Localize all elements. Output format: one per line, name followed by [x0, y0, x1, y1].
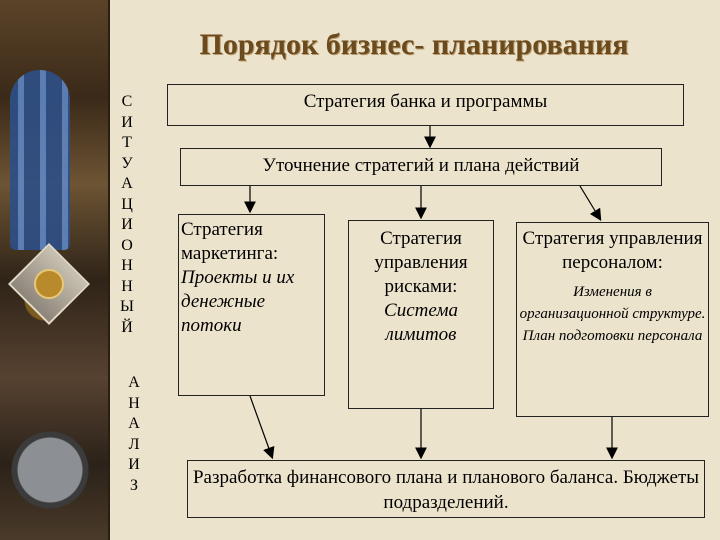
medal-ribbon-image [10, 70, 70, 250]
box-bank-strategy: Стратегия банка и программы [167, 84, 684, 126]
personnel-strategy-detail: Изменения в организационной структуре. П… [519, 284, 706, 344]
vertical-letter: А [121, 175, 133, 192]
vertical-letter: И [128, 456, 140, 473]
marketing-strategy-detail: Проекты и их денежные потоки [181, 267, 295, 336]
arrow-marketing-to-plan [249, 395, 275, 460]
vertical-letter: Н [128, 394, 140, 412]
vertical-letter: А [128, 374, 140, 391]
financial-plan-label: Разработка финансового плана и планового… [192, 467, 700, 513]
box-financial-plan: Разработка финансового плана и планового… [187, 460, 705, 518]
arrow-to-personnel [579, 185, 602, 222]
vertical-letter: И [121, 113, 133, 131]
vertical-letter: У [121, 154, 133, 172]
box-personnel-strategy: Стратегия управления персоналом: Изменен… [516, 222, 709, 417]
vertical-letter: Ц [121, 195, 133, 213]
box-risk-strategy: Стратегия управления рисками: Система ли… [348, 220, 494, 409]
medal-center-image [34, 269, 64, 299]
vertical-letter: С [121, 93, 133, 110]
box-bank-strategy-label: Стратегия банка и программы [303, 91, 548, 112]
vertical-letter: Н [121, 257, 133, 274]
vertical-letter: А [128, 415, 140, 432]
vertical-letter: З [129, 476, 138, 494]
risk-strategy-detail: Система лимитов [384, 300, 458, 345]
vertical-letter: И [121, 216, 133, 233]
risk-strategy-heading: Стратегия управления рисками: [374, 228, 468, 297]
box-refinement-label: Уточнение стратегий и плана действий [262, 155, 580, 176]
box-refinement: Уточнение стратегий и плана действий [180, 148, 662, 186]
vertical-letter: Н [121, 277, 133, 295]
vertical-letter: Й [121, 318, 133, 336]
vertical-letter: О [121, 236, 133, 254]
personnel-strategy-heading: Стратегия управления персоналом: [522, 228, 703, 273]
page-title: Порядок бизнес- планирования [199, 28, 629, 61]
marketing-strategy-heading: Стратегия маркетинга: [181, 219, 279, 264]
vertical-letter: Л [128, 435, 140, 453]
vertical-letter: Ы [120, 298, 134, 315]
vertical-letter: Т [122, 134, 132, 151]
box-marketing-strategy: Стратегия маркетинга: Проекты и их денеж… [178, 214, 325, 396]
